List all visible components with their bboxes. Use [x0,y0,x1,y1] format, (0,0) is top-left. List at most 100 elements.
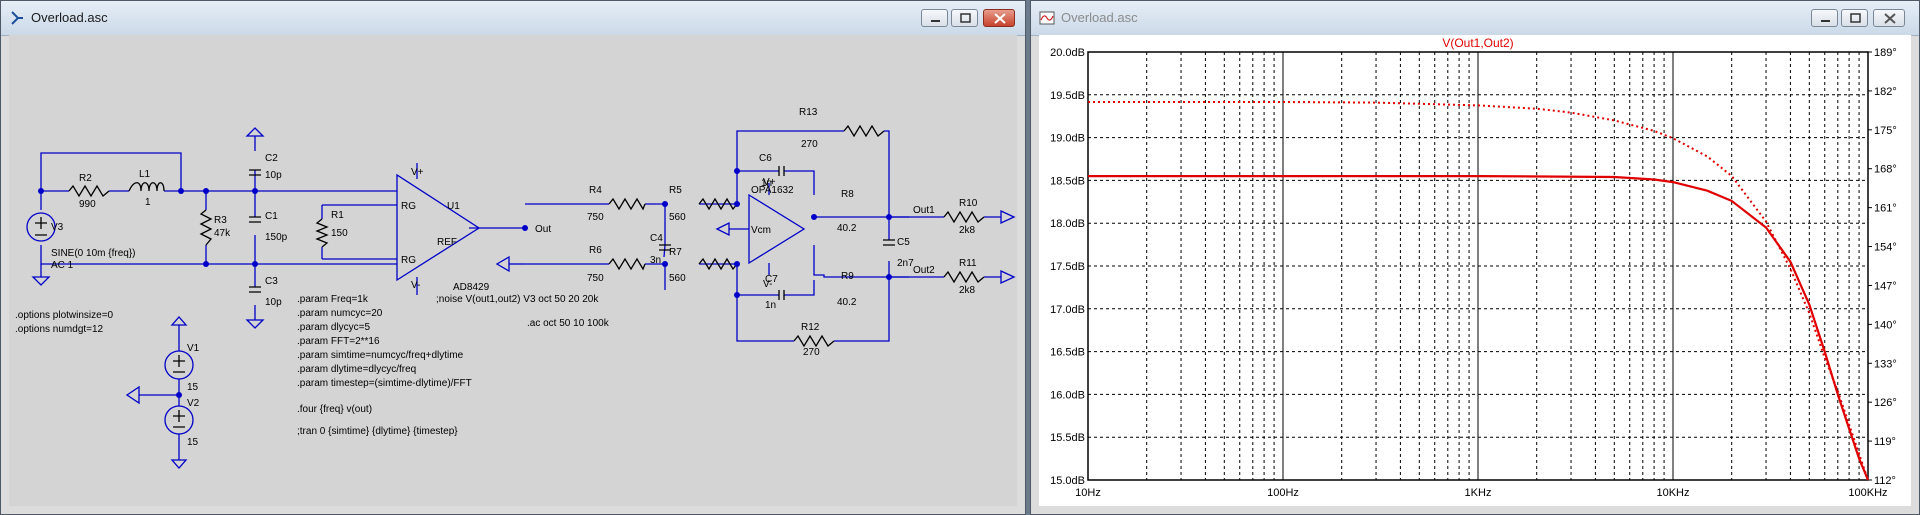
y-right-tick-label: 182° [1874,86,1897,98]
bode-plot[interactable]: V(Out1,Out2) 20.0dB19.5dB19.0dB18.5dB18.… [1039,35,1913,508]
value-l1: 1 [145,197,151,208]
y-left-tick-label: 18.0dB [1050,218,1085,230]
y-left-tick-label: 19.0dB [1050,133,1085,145]
plot-frame [1087,51,1869,481]
schematic-canvas[interactable]: R2 990 L1 1 R3 47k C2 10p C1 150p C3 10p… [9,35,1017,506]
label-l1: L1 [139,169,151,180]
label-r5: R5 [669,185,682,196]
label-u2: OPA1632 [751,185,794,196]
label-c4: C4 [650,233,663,244]
value-v3: SINE(0 10m {freq}) [51,248,135,259]
label-r4: R4 [589,185,602,196]
minimize-button[interactable] [1811,9,1838,27]
value-r11: 2k8 [959,285,976,296]
value-r1: 150 [331,228,348,239]
pin-vplus-u2: V+ [763,177,776,188]
close-icon [1884,13,1896,24]
y-right-tick-label: 112° [1874,475,1896,487]
x-tick-label: 1KHz [1465,487,1492,499]
directive-param-2: .param numcyc=20 [297,308,383,319]
value-u1: AD8429 [453,282,490,293]
pin-rg-top: RG [401,201,416,212]
maximize-icon [960,13,971,23]
net-label-out1: Out1 [913,205,935,216]
label-c6: C6 [759,153,772,164]
directive-noise: ;noise V(out1,out2) V3 oct 50 20 20k [436,294,599,305]
value-r10: 2k8 [959,225,976,236]
value-c6: 1n [761,178,772,189]
label-r1: R1 [331,210,344,221]
directive-param-3: .param dlycyc=5 [297,322,371,333]
label-v3: V3 [51,222,64,233]
ltspice-schematic-icon [11,11,23,25]
net-label-out: Out [535,224,551,235]
value-r9: 40.2 [837,297,857,308]
label-r13: R13 [799,107,818,118]
pin-vcm: Vcm [751,225,771,236]
waveform-titlebar[interactable]: Overload.asc [1031,1,1919,36]
maximize-button[interactable] [1841,9,1868,27]
directive-param-7: .param timestep=(simtime-dlytime)/FFT [297,378,472,389]
schematic-titlebar[interactable]: Overload.asc [1,1,1025,36]
y-right-tick-label: 168° [1874,164,1897,176]
label-v2: V2 [187,398,200,409]
close-button[interactable] [983,9,1015,27]
y-right-tick-label: 119° [1874,436,1896,448]
close-button[interactable] [1873,9,1905,27]
maximize-icon [1850,13,1861,23]
phase-trace[interactable] [1088,101,1869,481]
label-r8: R8 [841,189,854,200]
schematic-window[interactable]: Overload.asc [0,0,1026,515]
x-tick-label: 100KHz [1848,487,1887,499]
waveform-icon [1039,11,1055,25]
pin-ref: REF [437,237,457,248]
magnitude-trace[interactable] [1088,175,1870,481]
value-r5: 560 [669,212,686,223]
directive-param-4: .param FFT=2**16 [297,336,380,347]
value-r13: 270 [801,139,818,150]
value-r3: 47k [214,228,231,239]
y-left-tick-label: 19.5dB [1050,90,1085,102]
value-c3: 10p [265,297,282,308]
directive-param-6: .param dlytime=dlycyc/freq [297,364,416,375]
value-r12: 270 [803,347,820,358]
directive-options-2: .options numdgt=12 [15,324,104,335]
y-right-tick-label: 126° [1874,397,1897,409]
y-left-tick-label: 17.0dB [1050,304,1085,316]
y-left-tick-label: 16.5dB [1050,347,1085,359]
value-c5: 2n7 [897,258,914,269]
y-left-tick-label: 15.0dB [1050,475,1085,487]
label-r9: R9 [841,271,854,282]
pin-vminus-u2: V- [763,279,772,290]
y-right-tick-label: 140° [1874,319,1897,331]
value-c2: 10p [265,170,282,181]
value-r4: 750 [587,212,604,223]
value-r6: 750 [587,273,604,284]
label-u1: U1 [447,201,460,212]
close-icon [994,13,1006,24]
window-title: Overload.asc [1061,10,1138,25]
maximize-button[interactable] [951,9,978,27]
label-r12: R12 [801,322,820,333]
label-c5: C5 [897,237,910,248]
directive-options-1: .options plotwinsize=0 [15,310,114,321]
directive-tran: ;tran 0 {simtime} {dlytime} {timestep} [297,426,458,437]
value-c1: 150p [265,232,288,243]
directive-param-5: .param simtime=numcyc/freq+dlytime [297,350,464,361]
label-c2: C2 [265,153,278,164]
y-left-tick-label: 16.0dB [1050,389,1085,401]
x-tick-label: 10KHz [1656,487,1689,499]
y-right-tick-label: 189° [1874,47,1897,59]
value-c7: 1n [765,300,776,311]
plot-title[interactable]: V(Out1,Out2) [1442,36,1513,50]
label-c7: C7 [765,274,778,285]
minimize-button[interactable] [921,9,948,27]
pin-vminus-u1: V- [411,280,420,291]
directive-ac: .ac oct 50 10 100k [527,318,610,329]
value-r7: 560 [669,273,686,284]
y-right-tick-label: 175° [1874,125,1897,137]
schematic-drawing[interactable]: R2 990 L1 1 R3 47k C2 10p C1 150p C3 10p… [9,35,1019,508]
label-r6: R6 [589,245,602,256]
